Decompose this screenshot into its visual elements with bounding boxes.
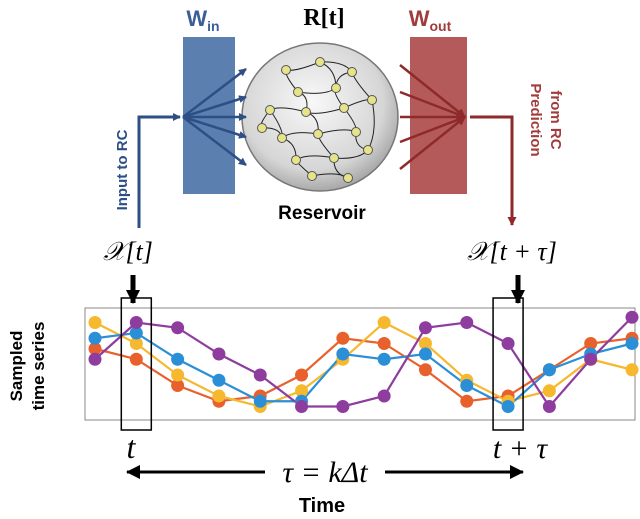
network-node xyxy=(291,155,301,165)
reservoir-network xyxy=(257,57,377,183)
series-2-point-1 xyxy=(129,326,143,340)
series-0-point-5 xyxy=(295,368,309,382)
reservoir-label: Reservoir xyxy=(278,203,366,224)
input-sample-label: 𝒳[t] xyxy=(103,237,153,266)
win-to-reservoir-arrows xyxy=(182,68,247,166)
series-1-point-1 xyxy=(129,337,143,350)
series-3-point-7 xyxy=(377,389,391,403)
series-3-point-1 xyxy=(129,316,143,329)
input-to-rc-label: Input to RC xyxy=(114,129,131,210)
series-3-point-11 xyxy=(542,400,556,413)
series-2-point-10 xyxy=(501,400,515,413)
series-3-point-6 xyxy=(336,400,350,413)
network-node xyxy=(265,105,275,115)
series-2-point-9 xyxy=(460,379,474,392)
series-2-point-3 xyxy=(212,373,226,387)
series-1-point-5 xyxy=(295,384,309,398)
series-line-3 xyxy=(94,316,633,409)
network-node xyxy=(307,171,317,181)
sampled-label-line2: time series xyxy=(29,322,48,411)
fan-in-arrow-4 xyxy=(182,116,247,166)
t-left-label: t xyxy=(127,429,137,465)
network-node xyxy=(313,129,323,139)
series-3-point-3 xyxy=(212,347,226,361)
series-1-point-0 xyxy=(88,316,102,329)
series-1-point-8 xyxy=(418,337,432,350)
time-axis-label: Time xyxy=(299,495,345,517)
win-label: Win xyxy=(186,6,219,34)
network-node xyxy=(315,57,325,67)
series-2-point-7 xyxy=(377,352,391,366)
series-0-point-12 xyxy=(584,337,598,350)
series-0-point-6 xyxy=(336,331,350,345)
time-series-points xyxy=(88,310,639,413)
series-1-point-11 xyxy=(542,384,556,398)
series-3-point-12 xyxy=(584,352,598,366)
time-series-lines xyxy=(94,316,633,409)
fan-in-arrow-1 xyxy=(182,95,247,119)
series-1-point-13 xyxy=(625,363,639,377)
series-2-point-6 xyxy=(336,347,350,361)
series-0-point-8 xyxy=(418,363,432,377)
prediction-label-line1: Prediction xyxy=(527,83,544,156)
sample-window-left xyxy=(120,297,153,431)
network-node xyxy=(351,127,361,137)
input-arrow xyxy=(137,113,181,228)
t-right-label: t + τ xyxy=(493,432,549,465)
series-0-point-2 xyxy=(171,379,185,392)
network-node xyxy=(367,95,377,105)
series-0-point-0 xyxy=(88,342,102,356)
series-2-point-13 xyxy=(625,337,639,350)
network-node xyxy=(277,133,287,143)
network-node xyxy=(281,65,291,75)
network-node xyxy=(301,107,311,117)
series-3-point-9 xyxy=(460,316,474,329)
fan-out-arrow-0 xyxy=(399,64,466,118)
series-3-point-10 xyxy=(501,337,515,350)
network-node xyxy=(257,123,267,133)
fan-out-arrow-1 xyxy=(399,90,466,119)
series-2-point-4 xyxy=(253,394,267,408)
network-node xyxy=(363,145,373,155)
network-node xyxy=(343,173,353,183)
series-3-point-4 xyxy=(253,368,267,382)
output-arrow xyxy=(470,115,517,226)
series-1-point-2 xyxy=(171,368,185,382)
series-3-point-8 xyxy=(418,321,432,335)
series-2-point-0 xyxy=(88,331,102,345)
network-node xyxy=(347,67,357,77)
fan-out-arrow-4 xyxy=(399,116,466,170)
network-node xyxy=(339,103,349,113)
tau-equation: τ = kΔt xyxy=(282,456,368,489)
series-1-point-7 xyxy=(377,316,391,329)
series-3-point-13 xyxy=(625,310,639,324)
reservoir-state-label: R[t] xyxy=(303,5,344,31)
series-2-point-8 xyxy=(418,347,432,361)
network-node xyxy=(331,83,341,93)
reservoir-to-wout-arrows xyxy=(399,64,466,170)
series-0-point-7 xyxy=(377,337,391,350)
fan-in-arrow-0 xyxy=(182,68,247,118)
sample-window-right xyxy=(492,297,524,431)
series-3-point-5 xyxy=(295,400,309,413)
fan-out-arrow-3 xyxy=(399,115,466,144)
sampled-label-line1: Sampled xyxy=(7,331,26,402)
output-sample-label: 𝒳[t + τ] xyxy=(467,237,557,266)
series-2-point-11 xyxy=(542,363,556,377)
wout-label: Wout xyxy=(409,6,452,34)
series-3-point-0 xyxy=(88,352,102,366)
network-node xyxy=(329,153,339,163)
series-3-point-2 xyxy=(171,321,185,335)
prediction-label-line2: from RC xyxy=(547,90,564,149)
series-1-point-3 xyxy=(212,389,226,403)
series-line-1 xyxy=(94,321,633,408)
series-0-point-1 xyxy=(129,352,143,366)
network-node xyxy=(293,87,303,97)
series-line-2 xyxy=(94,331,633,408)
series-0-point-9 xyxy=(460,394,474,408)
fan-in-arrow-3 xyxy=(182,115,247,139)
series-2-point-2 xyxy=(171,352,185,366)
